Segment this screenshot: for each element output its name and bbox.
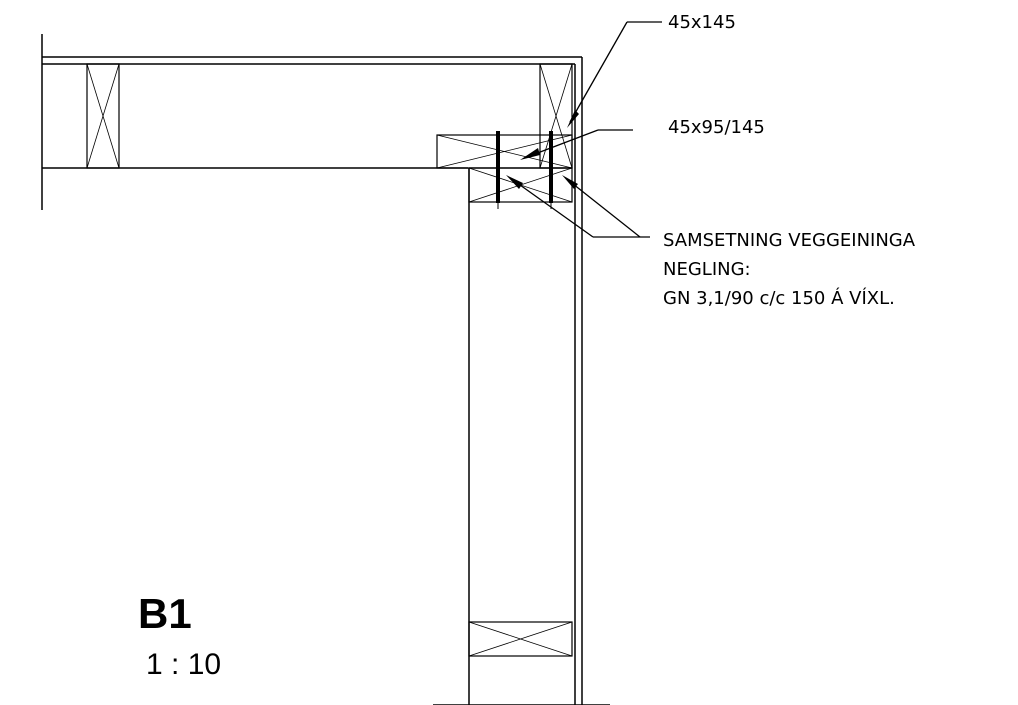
vertical-wall-lower-stud	[468, 621, 573, 657]
leader-45x145	[567, 21, 662, 128]
label-assembly-line1: SAMSETNING VEGGEININGA	[663, 230, 916, 251]
label-45x145: 45x145	[668, 12, 736, 33]
corner-stud-45x145	[539, 63, 573, 169]
nails	[496, 131, 553, 209]
wall-stud-left	[86, 63, 120, 169]
label-assembly-line2: NEGLING:	[663, 259, 751, 280]
leader-45x95-145	[520, 129, 633, 160]
vertical-wall	[433, 57, 610, 705]
leader-assembly	[506, 175, 650, 238]
label-assembly-line3: GN 3,1/90 c/c 150 Á VÍXL.	[663, 287, 895, 309]
horizontal-wall	[41, 34, 582, 210]
detail-scale: 1 : 10	[146, 648, 221, 681]
detail-id: B1	[138, 590, 192, 637]
label-45x95-145: 45x95/145	[668, 117, 765, 138]
